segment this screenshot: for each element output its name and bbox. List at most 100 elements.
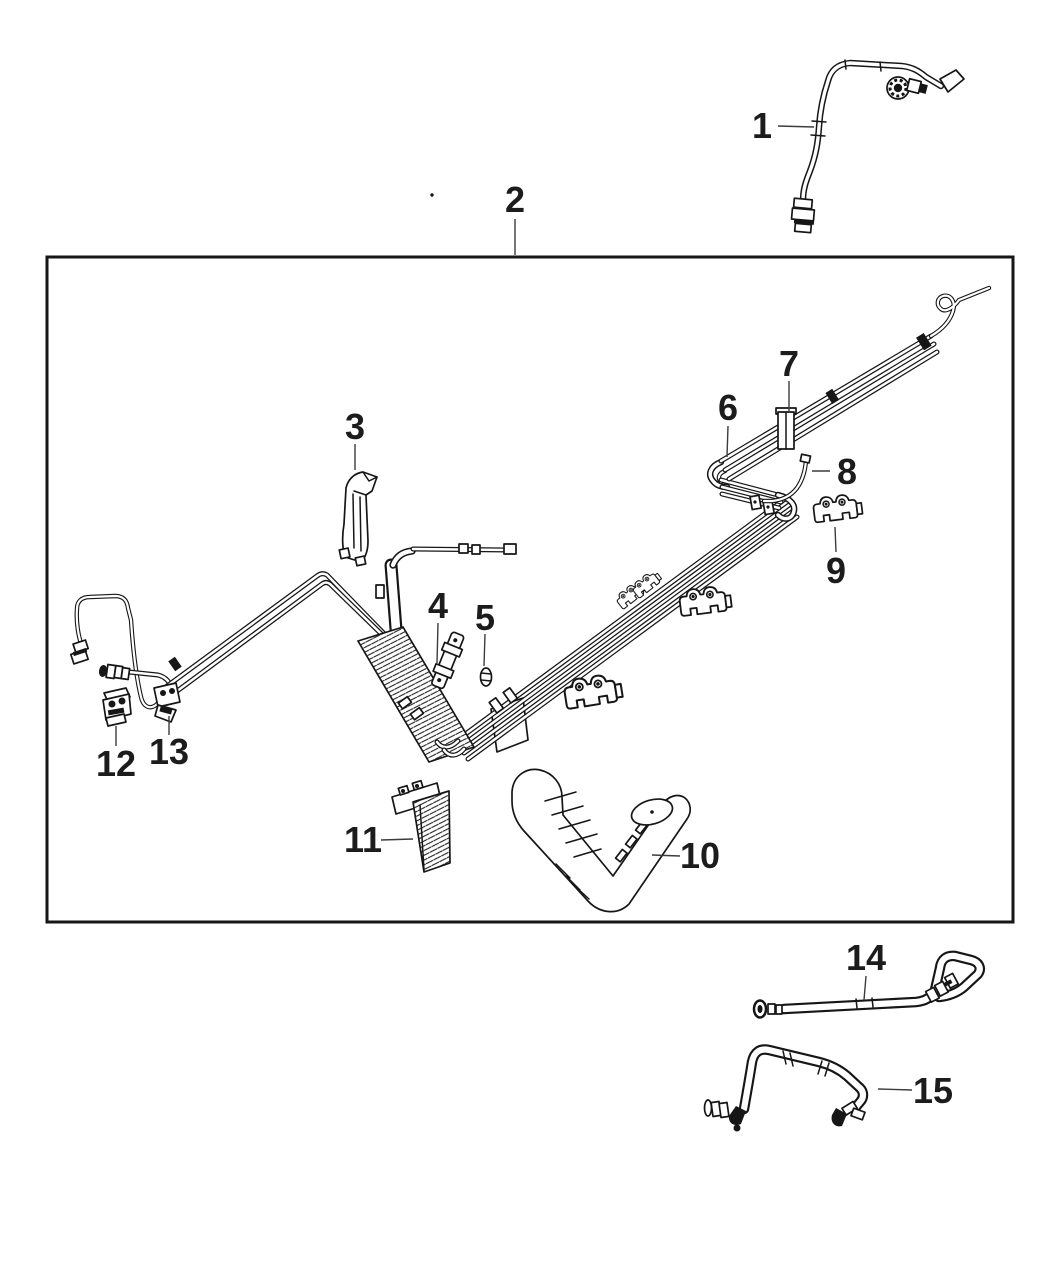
part-1-fuel-line bbox=[790, 59, 965, 234]
bundle-a-line-2-bore bbox=[163, 581, 405, 702]
bundle-b-line-3-bore bbox=[462, 509, 795, 755]
callout-9: 9 bbox=[826, 526, 846, 591]
part-14-neck-a bbox=[767, 1003, 776, 1015]
part-14-fuel-hose bbox=[752, 950, 985, 1019]
callout-11-label: 11 bbox=[344, 819, 382, 860]
part-13-band bbox=[159, 706, 173, 715]
part-5-body bbox=[479, 667, 493, 687]
part-15-left-elbow bbox=[728, 1106, 746, 1126]
rod-end-cap bbox=[503, 543, 517, 555]
part-12-clip bbox=[102, 687, 132, 727]
sleeve-hatch bbox=[358, 627, 474, 762]
callout-15: 15 bbox=[877, 1070, 953, 1111]
leader-6 bbox=[726, 425, 729, 458]
part-15-left-foot bbox=[733, 1124, 741, 1132]
part-12-foot bbox=[105, 713, 127, 727]
part-12-dot-a bbox=[108, 700, 116, 708]
callout-14-label: 14 bbox=[846, 937, 886, 978]
part-3-bracket bbox=[338, 471, 378, 567]
part-1-tube-bore bbox=[801, 61, 943, 203]
part-11-dot-a bbox=[401, 789, 405, 793]
leader-15 bbox=[877, 1088, 913, 1091]
part-3-fold-lines bbox=[352, 471, 378, 552]
callout-2: 2 bbox=[505, 179, 525, 255]
part-15-fuel-hose bbox=[703, 1044, 869, 1132]
part-7-bracket bbox=[775, 407, 797, 450]
part-3-foot-b bbox=[354, 555, 367, 567]
part-3-foot-a bbox=[338, 547, 351, 560]
bundle-a-clip-b bbox=[409, 706, 425, 721]
mid-clip-dot-a bbox=[753, 500, 757, 504]
duct-side-tab bbox=[375, 584, 385, 599]
part-2-fuel-bundle-assembly bbox=[69, 285, 992, 763]
callout-1: 1 bbox=[752, 105, 815, 146]
leader-9 bbox=[834, 526, 837, 553]
part-4-body bbox=[431, 631, 465, 690]
callout-3: 3 bbox=[345, 406, 365, 470]
part-15-sleeve-ticks bbox=[782, 1050, 830, 1077]
rod-coupler-b bbox=[471, 544, 481, 555]
callout-8: 8 bbox=[812, 451, 857, 492]
part-11-edge-line bbox=[419, 804, 425, 871]
leader-5 bbox=[483, 633, 486, 667]
callout-1-label: 1 bbox=[752, 105, 772, 146]
bundle-a-line-1 bbox=[156, 571, 401, 695]
part-1-joint-ticks bbox=[810, 59, 882, 137]
part-8-end-nub bbox=[799, 453, 812, 464]
part-15-left-rib-b bbox=[718, 1101, 730, 1119]
part-15-right-elbow bbox=[831, 1108, 847, 1127]
callout-15-label: 15 bbox=[913, 1070, 953, 1111]
callout-9-label: 9 bbox=[826, 550, 846, 591]
part-4-dot-a bbox=[453, 638, 458, 643]
part-1-bolt-head bbox=[918, 83, 928, 94]
end-curl-bore bbox=[929, 286, 991, 338]
callout-12: 12 bbox=[96, 726, 136, 784]
part-14-loop-band bbox=[943, 979, 953, 987]
upper-line-fitting bbox=[825, 388, 840, 405]
part-1-bolt bbox=[905, 77, 923, 95]
rod-bend-bore bbox=[390, 548, 415, 568]
v-bottom-arc-2-bore bbox=[442, 747, 466, 757]
bundle-a-clip-a bbox=[397, 695, 413, 710]
leader-10 bbox=[651, 854, 681, 857]
leader-4 bbox=[436, 622, 439, 664]
callout-8-label: 8 bbox=[837, 451, 857, 492]
callout-13: 13 bbox=[149, 716, 189, 772]
callout-4-label: 4 bbox=[428, 585, 448, 626]
callout-10-label: 10 bbox=[680, 835, 720, 876]
part-14-cap-core bbox=[757, 1005, 763, 1013]
part-10-outline bbox=[511, 768, 691, 913]
connector-rib-c bbox=[120, 666, 131, 681]
part-12-dot-b bbox=[118, 697, 126, 705]
part-10-heat-shield bbox=[511, 768, 691, 913]
connector-cap bbox=[98, 665, 108, 677]
leader-11 bbox=[380, 838, 414, 841]
bundle-b-line-2-bore bbox=[458, 503, 791, 749]
callout-3-label: 3 bbox=[345, 406, 365, 447]
part-5-ribs bbox=[480, 672, 492, 682]
part-10-rung-2 bbox=[624, 834, 638, 849]
upper-line-clip bbox=[916, 332, 932, 351]
part-1-connector-tip bbox=[793, 222, 813, 234]
part-15-tube-bore bbox=[740, 1046, 867, 1113]
bundle-b-clip-b bbox=[502, 686, 519, 704]
part-15-left-cap bbox=[703, 1099, 713, 1117]
pigtail-fitting-band bbox=[72, 647, 88, 657]
part-14-neck-b bbox=[775, 1004, 783, 1015]
part-4-clip bbox=[431, 631, 465, 690]
part-5-grommet bbox=[479, 667, 493, 687]
part-14-loop-fit-b bbox=[933, 980, 950, 998]
part-1-banjo-center bbox=[893, 83, 903, 93]
part-13-foot bbox=[154, 704, 177, 723]
part-13-dot-b bbox=[169, 688, 175, 694]
upper-line-2-bore bbox=[723, 342, 936, 472]
bundle-b-line-4-bore bbox=[466, 515, 799, 761]
part-10-plate-dot bbox=[650, 810, 654, 814]
callout-5-label: 5 bbox=[475, 597, 495, 638]
part-14-loop-fit-c bbox=[924, 986, 941, 1004]
artifact-dot bbox=[430, 193, 434, 197]
bundle-b-clip-a bbox=[488, 696, 505, 714]
upper-line-3-bore bbox=[727, 350, 939, 481]
part-1-end-hook bbox=[939, 69, 965, 93]
pigtail-tube-bore bbox=[75, 594, 165, 709]
